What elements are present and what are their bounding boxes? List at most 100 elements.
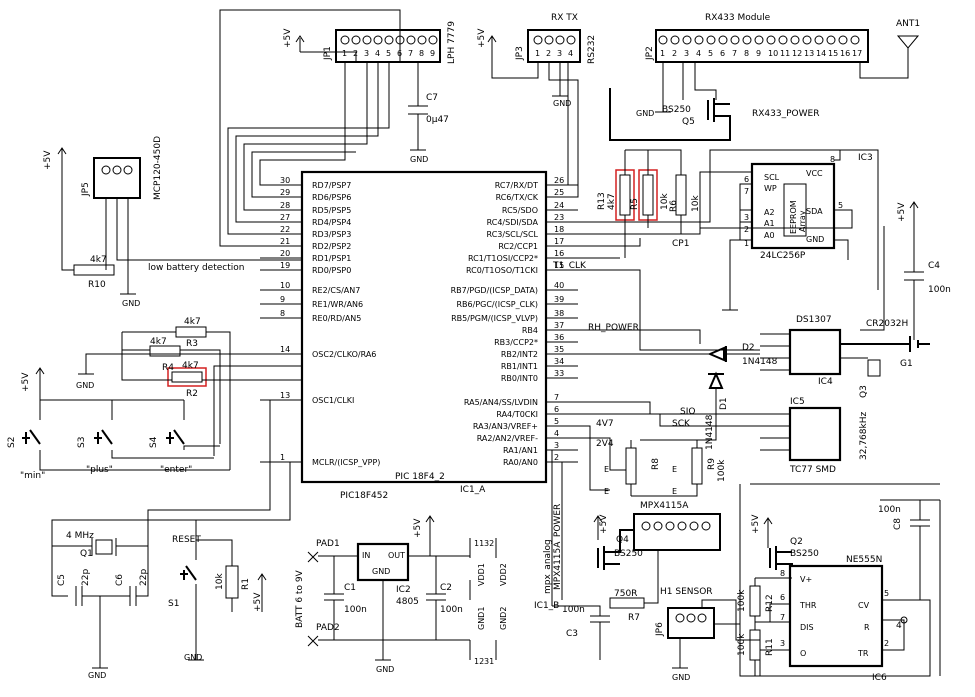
ic1-right-pin-number: 3 bbox=[554, 441, 559, 450]
svg-text:1: 1 bbox=[535, 49, 540, 58]
r3-label: R3 bbox=[186, 339, 198, 349]
jp2-pin-number: 16 bbox=[840, 49, 850, 58]
svg-text:GND: GND bbox=[376, 665, 394, 674]
ic1-left-pin-name: RD6/PSP6 bbox=[312, 193, 351, 202]
ic1-left-pin-number: 13 bbox=[280, 391, 290, 400]
jp2-pin-number: 1 bbox=[660, 49, 665, 58]
jp1-part: LPH 7779 bbox=[447, 21, 457, 64]
jp2-pin-number: 12 bbox=[792, 49, 802, 58]
svg-text:E: E bbox=[672, 465, 677, 474]
ic3-label: IC3 bbox=[858, 153, 873, 163]
batt-label: BATT 6 to 9V bbox=[295, 569, 305, 628]
q3-label: Q3 bbox=[859, 385, 869, 398]
ic1-left-pin-number: 22 bbox=[280, 225, 290, 234]
ic1-right-pin-name: RC3/SCL/SCL bbox=[487, 230, 539, 239]
ic1-right-pin-name: RC0/T1OSO/T1CKI bbox=[466, 266, 538, 275]
ic1-left-pin-number: 9 bbox=[280, 295, 285, 304]
svg-text:GND: GND bbox=[76, 381, 94, 390]
jp5-part: MCP120-450D bbox=[153, 136, 163, 200]
jp2-pin-number: 3 bbox=[684, 49, 689, 58]
v47-label: 4V7 bbox=[596, 419, 614, 429]
v24-label: 2V4 bbox=[596, 439, 614, 449]
ic1-right-pin-name: RB7/PGD/(ICSP_DATA) bbox=[451, 286, 538, 295]
ic1-right-pin-name: RB4 bbox=[522, 326, 538, 335]
ic1-right-pin-number: 40 bbox=[554, 281, 564, 290]
svg-text:12: 12 bbox=[474, 657, 484, 666]
ic1-right-pin-name: RC6/TX/CK bbox=[496, 193, 539, 202]
c4-label: C4 bbox=[928, 261, 940, 271]
r13-label: R13 bbox=[597, 192, 607, 210]
eeprom-label: EEPROM bbox=[789, 200, 798, 234]
q2-label: Q2 bbox=[790, 537, 803, 547]
svg-text:1: 1 bbox=[342, 49, 347, 58]
svg-text:E: E bbox=[604, 465, 609, 474]
svg-text:GND: GND bbox=[636, 109, 654, 118]
svg-text:3: 3 bbox=[557, 49, 562, 58]
svg-text:GND: GND bbox=[122, 299, 140, 308]
svg-text:GND: GND bbox=[672, 673, 690, 682]
ic1-left-pin-number: 21 bbox=[280, 237, 290, 246]
ic1-right-pin-number: 25 bbox=[554, 188, 564, 197]
ic1-right-pin-number: 16 bbox=[554, 249, 564, 258]
ic4-body bbox=[788, 328, 842, 376]
jp6-header bbox=[667, 607, 715, 639]
c5-value: 22p bbox=[81, 569, 91, 586]
svg-text:1: 1 bbox=[744, 239, 749, 248]
ic1-right-pin-name: RB6/PGC/(ICSP_CLK) bbox=[456, 300, 538, 309]
jp2-pin-number: 2 bbox=[672, 49, 677, 58]
ic1-right-pin-number: 18 bbox=[554, 225, 564, 234]
ic1-right-pin-name: RB5/PGM/(ICSP_VLVP) bbox=[451, 314, 538, 323]
ic1-right-pin-number: 23 bbox=[554, 213, 564, 222]
ic6-label: IC6 bbox=[872, 673, 887, 683]
r5-value: 10k bbox=[660, 193, 670, 210]
reset-label: RESET bbox=[172, 535, 201, 545]
ic1-name: IC1_A bbox=[460, 485, 486, 495]
r13-value: 4k7 bbox=[607, 193, 617, 210]
svg-text:8: 8 bbox=[780, 569, 785, 578]
ant-label: ANT1 bbox=[896, 19, 920, 29]
d2-label: D2 bbox=[742, 343, 755, 353]
jp5-5v: +5V bbox=[43, 150, 53, 170]
q3-value: 32,768kHz bbox=[859, 412, 869, 460]
ic2-label: IC2 bbox=[396, 585, 411, 595]
ic1-left-pin-name: RE1/WR/AN6 bbox=[312, 300, 363, 309]
r10-value: 4k7 bbox=[90, 255, 107, 265]
svg-text:4: 4 bbox=[375, 49, 380, 58]
cp1-label: CP1 bbox=[672, 239, 689, 249]
ic1-left-pin-name: RD2/PSP2 bbox=[312, 242, 351, 251]
ic5-part: TC77 SMD bbox=[789, 465, 836, 475]
svg-text:3: 3 bbox=[364, 49, 369, 58]
pad1-label: PAD1 bbox=[316, 539, 340, 549]
c3-value: 100n bbox=[562, 605, 585, 615]
supply-5v: +5V bbox=[413, 518, 423, 538]
rh-power-label: RH_POWER bbox=[588, 323, 639, 333]
q5-part: BS250 bbox=[662, 105, 691, 115]
jp2-pin-number: 13 bbox=[804, 49, 814, 58]
ic2-in: IN bbox=[362, 551, 370, 560]
r6-value: 10k bbox=[691, 195, 701, 212]
ic5-body bbox=[788, 406, 842, 462]
jp2-pin-number: 7 bbox=[732, 49, 737, 58]
ic6-dis: DIS bbox=[800, 623, 814, 632]
c1-label: C1 bbox=[344, 583, 356, 593]
ic1-right-pin-number: 37 bbox=[554, 321, 564, 330]
c8-value: 100n bbox=[878, 505, 901, 515]
ic1-left-pin-name: RD4/PSP4 bbox=[312, 218, 351, 227]
ic1-right-pin-number: 7 bbox=[554, 393, 559, 402]
sio-label: SIO bbox=[680, 407, 695, 417]
ic1-left-pin-number: 14 bbox=[280, 345, 290, 354]
ic3-sda: SDA bbox=[806, 207, 823, 216]
jp2-pin-number: 17 bbox=[852, 49, 862, 58]
q2-part: BS250 bbox=[790, 549, 819, 559]
jp3-part: RS232 bbox=[587, 35, 597, 64]
ic6-cv: CV bbox=[858, 601, 870, 610]
ic1-left-pin-name: OSC1/CLKI bbox=[312, 396, 354, 405]
ds1307-label: DS1307 bbox=[796, 315, 832, 325]
r1-5v: +5V bbox=[253, 592, 263, 612]
ic1-right-pin-number: 36 bbox=[554, 333, 564, 342]
ic3-vcc: VCC bbox=[806, 169, 823, 178]
ic6-vplus: V+ bbox=[800, 575, 812, 584]
sensor-label: H1 SENSOR bbox=[660, 587, 713, 597]
d2-part: 1N4148 bbox=[742, 357, 778, 367]
